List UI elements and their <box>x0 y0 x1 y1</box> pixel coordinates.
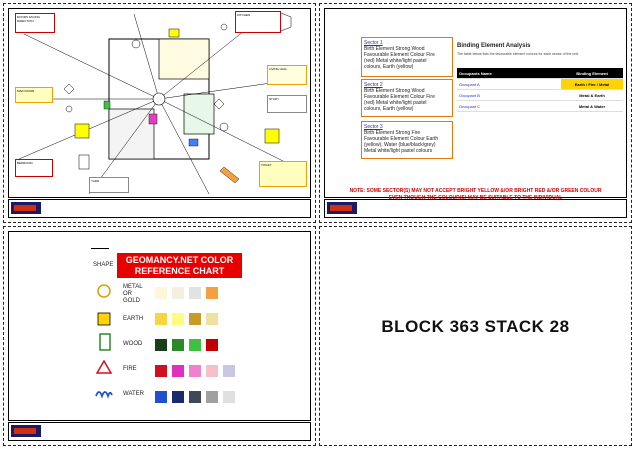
element-name: METAL OR GOLD <box>123 284 143 304</box>
color-swatch <box>155 391 167 403</box>
sector-line: colours, Earth (yellow) <box>364 64 414 70</box>
geomancy-logo <box>11 202 41 214</box>
shape-divider <box>91 248 109 249</box>
element-cell: Metal & Earth <box>561 89 623 101</box>
shape-label: SHAPE <box>93 262 114 268</box>
header-element: Binding Element <box>561 68 623 79</box>
title-block <box>8 199 311 218</box>
color-swatch <box>155 313 167 325</box>
floorplan-frame: DOORS FACING DIRECTION MAIN DOOR BEDROOM… <box>8 8 311 198</box>
floorplan-note: MAIN DOOR <box>15 87 53 103</box>
color-swatch <box>155 287 167 299</box>
rectangle-icon <box>99 333 111 351</box>
color-swatch <box>172 287 184 299</box>
color-swatch <box>172 339 184 351</box>
analysis-frame: Sector 1 Birth Element Strong Wood Favou… <box>324 8 627 201</box>
geomancy-logo <box>11 425 41 437</box>
floorplan-note: DOORS FACING DIRECTION <box>15 13 55 33</box>
title-block <box>8 422 311 441</box>
sector-box: Sector 1 Birth Element Strong Wood Favou… <box>361 37 453 77</box>
sector-line: (red) Metal white/light pastel <box>364 58 427 64</box>
colour-warning: NOTE: SOME SECTOR(S) MAY NOT ACCEPT BRIG… <box>339 188 612 202</box>
color-swatch <box>172 313 184 325</box>
floorplan-drawing <box>18 12 300 195</box>
color-swatch <box>155 365 167 377</box>
color-swatch <box>189 339 201 351</box>
sector-box: Sector 2 Birth Element Strong Wood Favou… <box>361 79 453 117</box>
occupant-name: Occupant C <box>457 100 561 112</box>
color-swatch <box>189 365 201 377</box>
sector-line: Birth Element Strong Wood <box>364 88 425 94</box>
floorplan-note: TOILET <box>259 161 307 187</box>
chart-title: GEOMANCY.NET COLOR REFERENCE CHART <box>117 253 242 278</box>
sector-line: Birth Element Strong Fire <box>364 130 421 136</box>
color-swatch <box>172 391 184 403</box>
title-block <box>324 199 627 218</box>
sector-line: Favourable Element Colour Earth <box>364 136 439 142</box>
floorplan-note: KITCHEN <box>235 11 281 33</box>
sector-header: Sector 3 <box>364 124 383 130</box>
color-swatch <box>206 365 218 377</box>
occupant-name: Occupant B <box>457 89 561 101</box>
floorplan-note: YARD <box>89 177 129 193</box>
color-swatch <box>206 287 218 299</box>
color-swatch <box>172 365 184 377</box>
circle-icon <box>97 284 111 298</box>
color-swatch <box>189 313 201 325</box>
color-swatch <box>189 391 201 403</box>
analysis-sheet: Sector 1 Birth Element Strong Wood Favou… <box>319 3 632 223</box>
color-swatch <box>206 391 218 403</box>
wave-icon <box>95 391 113 399</box>
element-cell: Earth / Fire / Metal <box>561 78 623 90</box>
occupant-name: Occupant A <box>457 78 561 90</box>
colorchart-sheet: SHAPE GEOMANCY.NET COLOR REFERENCE CHART… <box>3 226 316 446</box>
element-name: EARTH <box>123 316 144 322</box>
color-swatch <box>155 339 167 351</box>
geomancy-logo <box>327 202 357 214</box>
floorplan-note: LIVING HALL <box>267 65 307 85</box>
color-swatch <box>206 339 218 351</box>
sector-line: Favourable Element Colour Fire <box>364 94 435 100</box>
element-name: WOOD <box>123 341 143 347</box>
warning-line-2: EVEN THOUGH THE COLOUR(S) MAY BE SUITABL… <box>388 195 563 201</box>
color-swatch <box>223 365 235 377</box>
square-icon <box>97 312 111 326</box>
element-name: WATER <box>123 391 144 397</box>
sector-box: Sector 3 Birth Element Strong Fire Favou… <box>361 121 453 159</box>
table-header-row: Occupants Name Binding Element <box>457 68 623 79</box>
sector-line: Metal white/light pastel colours <box>364 148 433 154</box>
sector-header: Sector 2 <box>364 82 383 88</box>
floorplan-note: STUDY <box>267 95 307 113</box>
color-swatch <box>223 391 235 403</box>
colorchart-frame: SHAPE GEOMANCY.NET COLOR REFERENCE CHART… <box>8 231 311 421</box>
sector-line: (yellow), Water (blue/black/grey) <box>364 142 436 148</box>
triangle-icon <box>96 360 112 374</box>
color-swatch <box>206 313 218 325</box>
table-row: Occupant C Metal & Water <box>457 100 623 112</box>
floorplan-note: BEDROOM <box>15 159 53 177</box>
element-name: FIRE <box>123 366 137 372</box>
chart-title-line-1: GEOMANCY.NET COLOR <box>125 255 234 265</box>
color-swatch <box>189 287 201 299</box>
sector-header: Sector 1 <box>364 40 383 46</box>
sector-line: (red) Metal white/light pastel <box>364 100 427 106</box>
floorplan-sheet: DOORS FACING DIRECTION MAIN DOOR BEDROOM… <box>3 3 316 223</box>
sector-line: Favourable Element Colour Fire <box>364 52 435 58</box>
block-sheet: BLOCK 363 STACK 28 <box>319 226 632 446</box>
binding-element-table: Occupants Name Binding Element Occupant … <box>457 68 623 112</box>
table-row: Occupant B Metal & Earth <box>457 89 623 101</box>
chart-title-line-2: REFERENCE CHART <box>134 266 225 276</box>
sector-line: Birth Element Strong Wood <box>364 46 425 52</box>
block-stack-title: BLOCK 363 STACK 28 <box>381 317 570 336</box>
warning-line-1: NOTE: SOME SECTOR(S) MAY NOT ACCEPT BRIG… <box>349 188 602 194</box>
element-cell: Metal & Water <box>561 100 623 112</box>
table-title: Binding Element Analysis <box>457 43 531 49</box>
header-occupant: Occupants Name <box>457 68 561 79</box>
table-intro: The table below lists the favourable ele… <box>457 52 579 56</box>
sector-line: colours, Earth (yellow) <box>364 106 414 112</box>
table-row: Occupant A Earth / Fire / Metal <box>457 78 623 90</box>
